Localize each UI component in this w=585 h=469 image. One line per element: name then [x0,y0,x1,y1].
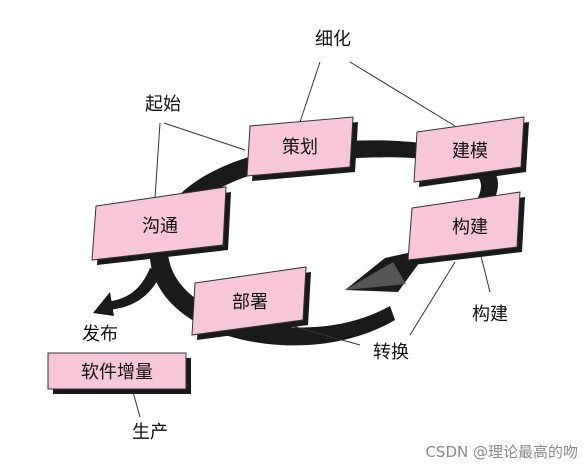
label-release: 发布 [82,324,118,345]
box-label-deployment: 部署 [232,292,268,313]
label-production: 生产 [132,422,168,443]
release-arrow [105,268,162,310]
leader-lines [132,61,491,418]
label-transition: 转换 [373,342,409,363]
box-label-planning: 策划 [282,137,318,158]
label-build: 构建 [472,304,508,325]
box-modeling: 建模 [413,116,529,187]
increment-box: 软件增量 [47,352,191,394]
increment-label: 软件增量 [81,362,153,383]
box-deployment: 部署 [191,266,311,340]
label-initiate: 起始 [145,94,181,115]
box-label-construction: 构建 [452,217,488,238]
box-construction: 构建 [407,191,525,265]
box-planning: 策划 [246,116,358,181]
box-communication: 沟通 [91,186,231,265]
watermark: CSDN @理论最高的吻 [425,443,578,461]
label-refine: 细化 [315,29,351,50]
box-label-communication: 沟通 [142,216,178,237]
box-label-modeling: 建模 [452,141,488,162]
